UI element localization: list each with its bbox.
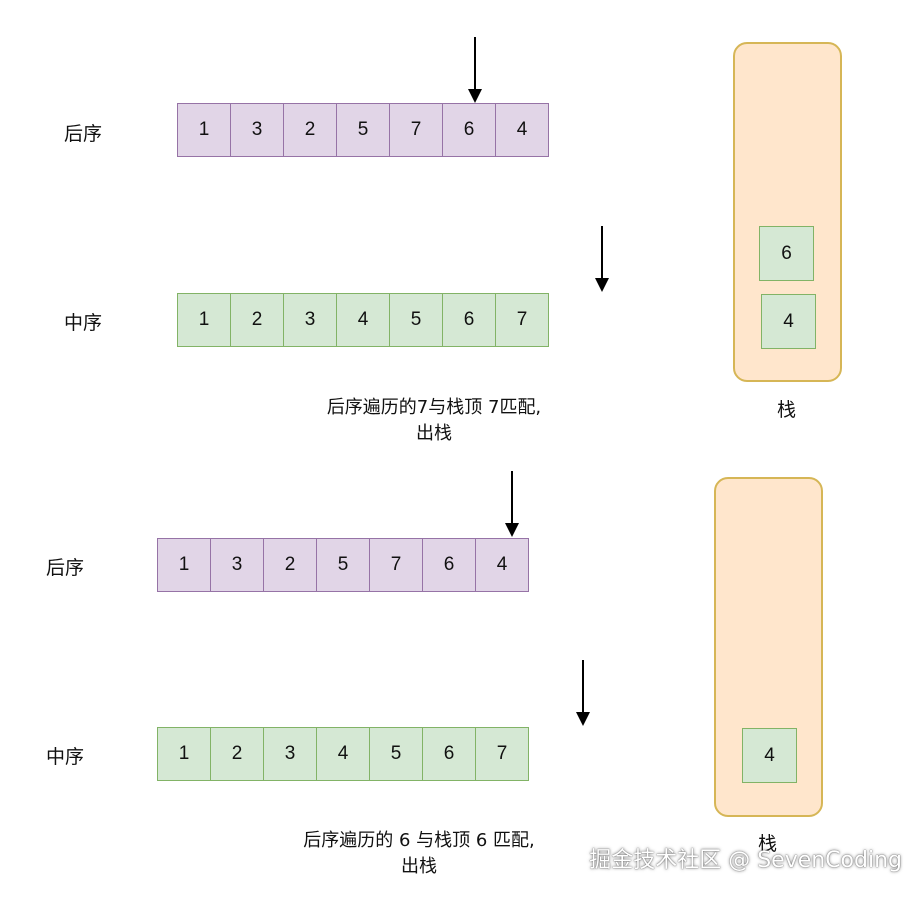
stack-label: 栈 [758, 833, 778, 855]
caption-line: 后序遍历的 6 与栈顶 6 匹配, [303, 830, 535, 851]
array-cell: 3 [210, 538, 264, 592]
array-cell: 6 [422, 727, 476, 781]
watermark-text: 掘金技术社区 @ SevenCoding [589, 848, 902, 873]
step-caption: 后序遍历的7与栈顶 7匹配, 出栈 [310, 395, 558, 447]
array-cell: 1 [157, 538, 211, 592]
array-cell: 1 [177, 103, 231, 157]
stack-item: 4 [742, 728, 797, 783]
array-cell: 5 [336, 103, 390, 157]
array-cell: 6 [442, 103, 496, 157]
array-cell: 4 [336, 293, 390, 347]
stack-item: 6 [759, 226, 814, 281]
array-cell: 5 [389, 293, 443, 347]
array-cell: 4 [495, 103, 549, 157]
array-cell: 7 [475, 727, 529, 781]
stack-item: 4 [761, 294, 816, 349]
array-cell: 3 [263, 727, 317, 781]
caption-line: 出栈 [401, 856, 437, 877]
postorder-pointer-arrow [468, 37, 482, 103]
array-cell: 1 [157, 727, 211, 781]
postorder-array: 1 3 2 5 7 6 4 [157, 538, 529, 592]
inorder-label: 中序 [64, 312, 103, 334]
array-cell: 2 [283, 103, 337, 157]
array-cell: 7 [495, 293, 549, 347]
postorder-label: 后序 [46, 557, 85, 579]
step-caption: 后序遍历的 6 与栈顶 6 匹配, 出栈 [278, 828, 560, 880]
postorder-pointer-arrow [505, 471, 519, 537]
postorder-label: 后序 [64, 123, 103, 145]
array-cell: 2 [210, 727, 264, 781]
array-cell: 7 [389, 103, 443, 157]
array-cell: 3 [230, 103, 284, 157]
array-cell: 2 [263, 538, 317, 592]
stack-container: 6 4 [733, 42, 842, 382]
inorder-pointer-arrow [595, 226, 609, 292]
array-cell: 4 [475, 538, 529, 592]
array-cell: 2 [230, 293, 284, 347]
inorder-array: 1 2 3 4 5 6 7 [177, 293, 549, 347]
array-cell: 7 [369, 538, 423, 592]
array-cell: 4 [316, 727, 370, 781]
inorder-pointer-arrow [576, 660, 590, 726]
inorder-label: 中序 [46, 746, 85, 768]
inorder-array: 1 2 3 4 5 6 7 [157, 727, 529, 781]
array-cell: 6 [422, 538, 476, 592]
caption-line: 后序遍历的7与栈顶 7匹配, [326, 397, 542, 418]
postorder-array: 1 3 2 5 7 6 4 [177, 103, 549, 157]
array-cell: 5 [316, 538, 370, 592]
caption-line: 出栈 [416, 423, 452, 444]
stack-label: 栈 [777, 399, 797, 421]
array-cell: 6 [442, 293, 496, 347]
array-cell: 1 [177, 293, 231, 347]
array-cell: 3 [283, 293, 337, 347]
stack-container: 4 [714, 477, 823, 817]
array-cell: 5 [369, 727, 423, 781]
